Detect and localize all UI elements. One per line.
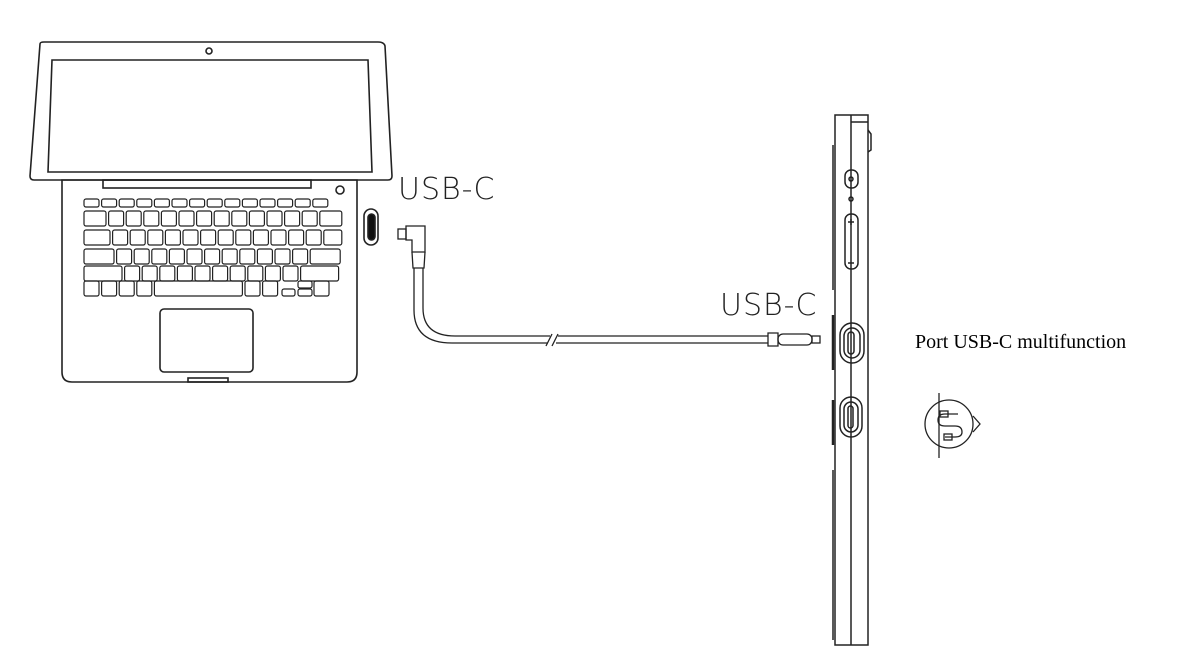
key bbox=[294, 198, 311, 208]
key bbox=[160, 210, 177, 227]
key bbox=[300, 265, 340, 282]
key bbox=[83, 198, 100, 208]
usb-c-cable-icon bbox=[397, 225, 821, 347]
key bbox=[301, 210, 318, 227]
key bbox=[323, 229, 343, 246]
key bbox=[297, 288, 313, 297]
key bbox=[100, 280, 118, 297]
key bbox=[118, 198, 135, 208]
key bbox=[262, 280, 279, 297]
key bbox=[153, 198, 170, 208]
key bbox=[229, 265, 246, 282]
key bbox=[259, 198, 276, 208]
key bbox=[136, 198, 153, 208]
key bbox=[313, 280, 330, 297]
key bbox=[256, 248, 273, 265]
key bbox=[252, 229, 269, 246]
key bbox=[281, 288, 296, 297]
key bbox=[241, 198, 258, 208]
key bbox=[297, 280, 313, 289]
key bbox=[182, 229, 199, 246]
key bbox=[115, 248, 133, 265]
key bbox=[100, 198, 118, 208]
usb-c-port-icon bbox=[363, 208, 379, 246]
key bbox=[305, 229, 322, 246]
key bbox=[266, 210, 283, 227]
key bbox=[196, 210, 213, 227]
key bbox=[213, 210, 230, 227]
key bbox=[239, 248, 256, 265]
key bbox=[151, 248, 168, 265]
key bbox=[277, 198, 294, 208]
key bbox=[244, 280, 261, 297]
key bbox=[284, 210, 301, 227]
key bbox=[171, 198, 188, 208]
key bbox=[164, 229, 181, 246]
key bbox=[292, 248, 309, 265]
device-port-label: USB-C bbox=[720, 288, 818, 323]
key bbox=[129, 229, 146, 246]
key bbox=[168, 248, 185, 265]
key bbox=[231, 210, 248, 227]
key bbox=[83, 210, 107, 227]
key bbox=[309, 248, 341, 265]
key bbox=[141, 265, 158, 282]
key bbox=[264, 265, 281, 282]
key bbox=[270, 229, 287, 246]
key bbox=[83, 280, 100, 297]
key bbox=[153, 280, 243, 297]
key bbox=[136, 280, 153, 297]
key bbox=[217, 229, 234, 246]
key bbox=[186, 248, 203, 265]
port-caption: Port USB-C multifunction bbox=[915, 331, 1127, 353]
key bbox=[83, 265, 123, 282]
key bbox=[274, 248, 291, 265]
key bbox=[111, 229, 129, 246]
laptop-icon bbox=[29, 41, 393, 383]
key bbox=[204, 248, 221, 265]
key bbox=[248, 210, 265, 227]
key bbox=[107, 210, 125, 227]
key bbox=[83, 248, 115, 265]
key bbox=[224, 198, 241, 208]
key bbox=[133, 248, 150, 265]
key bbox=[235, 229, 252, 246]
key bbox=[247, 265, 264, 282]
key bbox=[83, 229, 111, 246]
key bbox=[194, 265, 211, 282]
laptop-port-label: USB-C bbox=[398, 172, 496, 207]
key bbox=[282, 265, 299, 282]
key bbox=[212, 265, 229, 282]
cable-connection-icon bbox=[924, 393, 981, 458]
key bbox=[125, 210, 142, 227]
keyboard bbox=[83, 198, 343, 297]
key bbox=[147, 229, 164, 246]
key bbox=[312, 198, 329, 208]
key bbox=[206, 198, 223, 208]
key bbox=[123, 265, 141, 282]
key bbox=[178, 210, 195, 227]
key bbox=[319, 210, 343, 227]
key bbox=[189, 198, 206, 208]
key bbox=[221, 248, 238, 265]
tablet-side-view-icon bbox=[831, 114, 872, 646]
key bbox=[159, 265, 176, 282]
touchpad bbox=[159, 308, 254, 373]
key bbox=[143, 210, 160, 227]
key bbox=[176, 265, 193, 282]
key bbox=[288, 229, 305, 246]
key bbox=[118, 280, 135, 297]
key bbox=[200, 229, 217, 246]
